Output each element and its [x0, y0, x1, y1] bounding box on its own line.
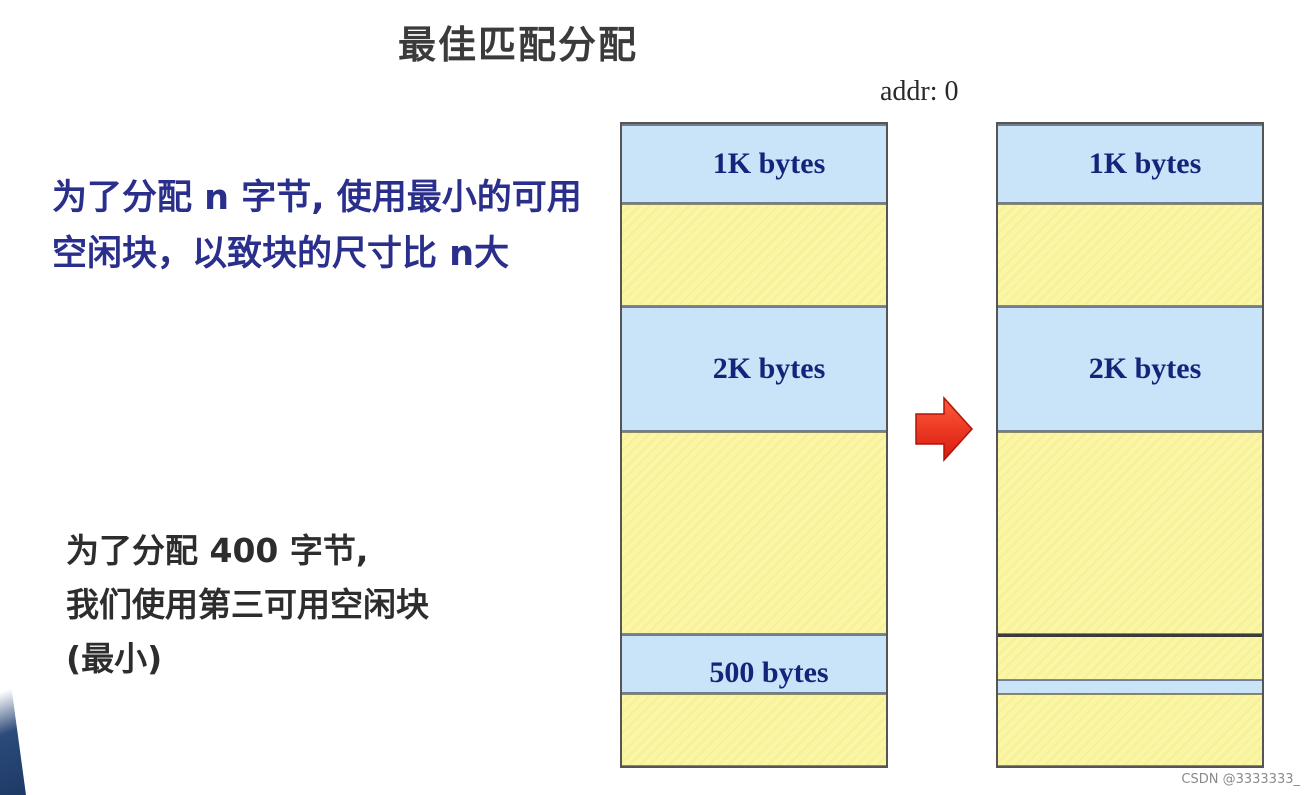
description-text-2: 为了分配 400 字节, 我们使用第三可用空闲块 (最小): [66, 524, 606, 686]
description-2-line-1: 为了分配 400 字节,: [66, 531, 369, 570]
memory-layout-after: 1K bytes 2K bytes: [996, 122, 1264, 768]
block-label-1k: 1K bytes: [1088, 147, 1202, 180]
memory-layout-before: 1K bytes 2K bytes 500 bytes: [620, 122, 888, 768]
free-block-3: [998, 694, 1262, 766]
allocated-block-1k: 1K bytes: [622, 124, 886, 204]
allocated-block-2k: 2K bytes: [622, 306, 886, 432]
free-block-1: [998, 204, 1262, 306]
watermark: CSDN @3333333_: [1181, 772, 1300, 787]
remaining-free-sliver: [998, 680, 1262, 694]
block-label-2k: 2K bytes: [1088, 352, 1202, 385]
allocated-400-region: [998, 634, 1262, 680]
address-label: addr: 0: [880, 76, 959, 107]
free-block-3: [622, 694, 886, 766]
allocated-block-2k: 2K bytes: [998, 306, 1262, 432]
block-label-500: 500 bytes: [709, 656, 829, 689]
block-label-2k: 2K bytes: [712, 352, 826, 385]
decorative-side-strip: [0, 680, 26, 795]
right-arrow-icon: [915, 396, 974, 462]
allocated-block-1k: 1K bytes: [998, 124, 1262, 204]
free-block-2: [998, 432, 1262, 634]
description-text-1: 为了分配 n 字节, 使用最小的可用空闲块，以致块的尺寸比 n大: [52, 178, 582, 274]
free-block-1: [622, 204, 886, 306]
free-block-2: [622, 432, 886, 634]
description-2-line-3: (最小): [66, 639, 163, 678]
block-label-1k: 1K bytes: [712, 147, 826, 180]
allocated-block-500: 500 bytes: [622, 634, 886, 694]
description-2-line-2: 我们使用第三可用空闲块: [66, 585, 429, 624]
slide-title: 最佳匹配分配: [398, 23, 639, 67]
